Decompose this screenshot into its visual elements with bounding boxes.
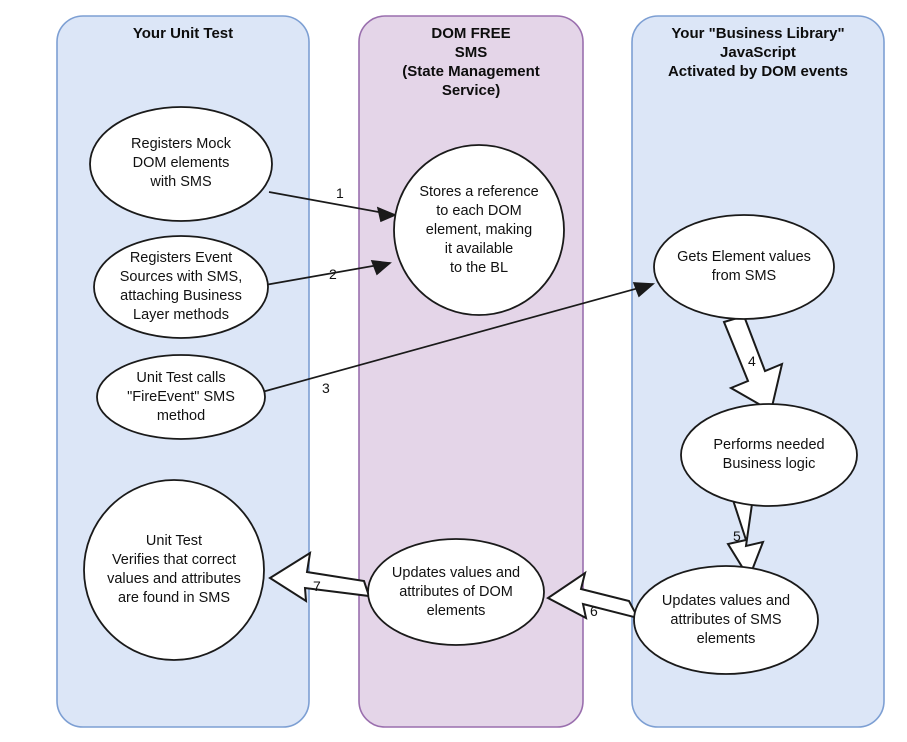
connector-2[interactable] <box>264 260 392 286</box>
connector-1[interactable] <box>268 191 398 223</box>
connector-6[interactable] <box>546 570 640 620</box>
node-updates-dom[interactable] <box>367 538 545 646</box>
node-gets-element-values[interactable] <box>653 214 835 320</box>
connectors <box>261 191 784 620</box>
connector-7[interactable] <box>268 550 371 603</box>
node-stores-reference[interactable] <box>393 144 565 316</box>
connector-4[interactable] <box>722 314 784 413</box>
node-registers-event-sources[interactable] <box>93 235 269 339</box>
node-unit-test-verifies[interactable] <box>83 479 265 661</box>
node-updates-sms[interactable] <box>633 565 819 675</box>
connector-5[interactable] <box>726 498 765 581</box>
node-performs-business-logic[interactable] <box>680 403 858 507</box>
node-fire-event[interactable] <box>96 354 266 440</box>
connector-3[interactable] <box>261 282 656 393</box>
node-registers-mock-dom[interactable] <box>89 106 273 222</box>
node-shapes <box>83 106 858 675</box>
